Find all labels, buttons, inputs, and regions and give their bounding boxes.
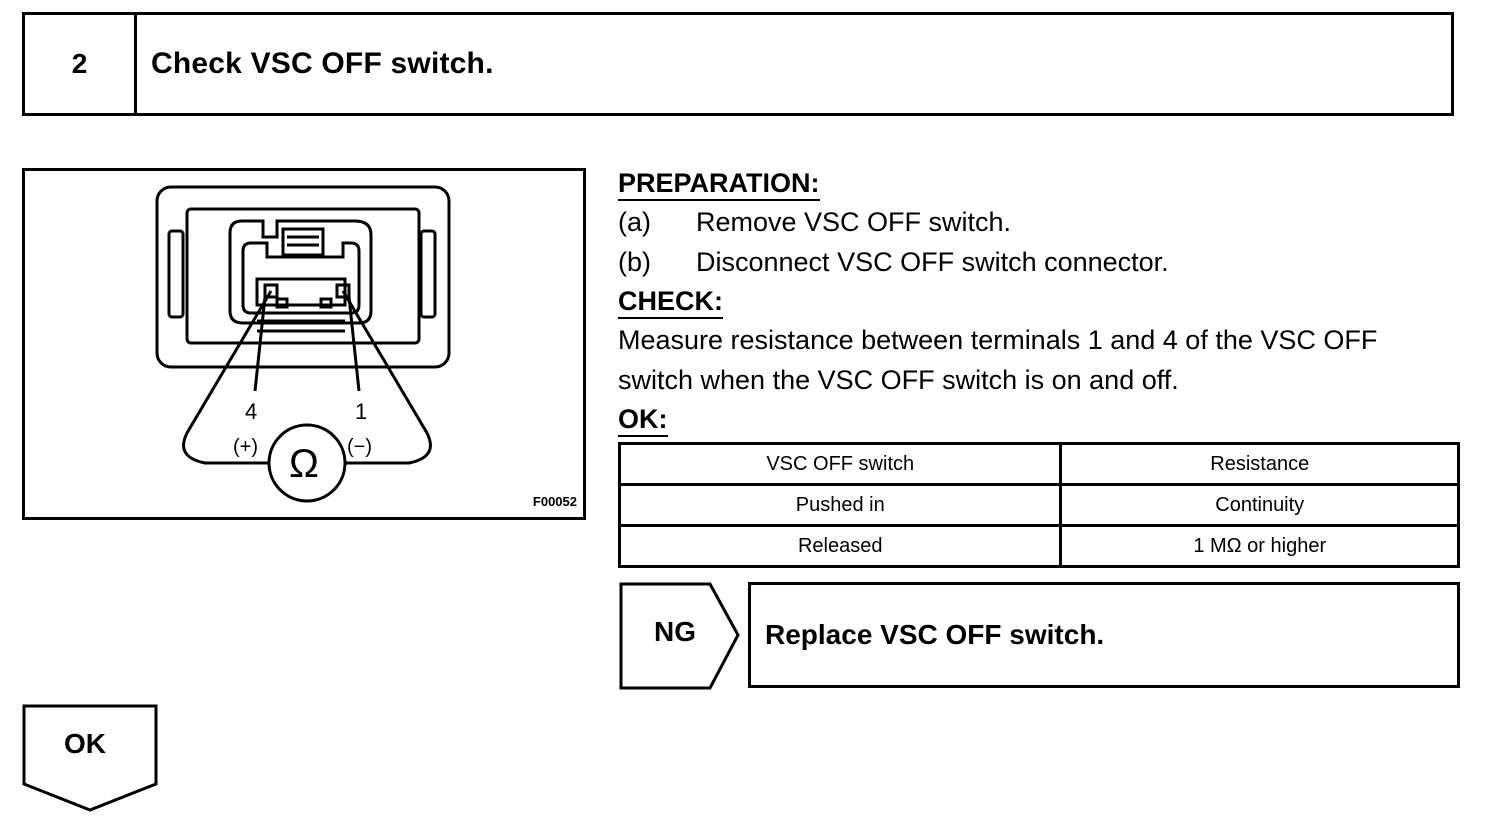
table-header-row: VSC OFF switch Resistance [617,442,1460,486]
step-label: (b) [618,247,651,277]
column-header: Resistance [1059,442,1460,486]
connector-latch [281,227,325,257]
table-cell: Pushed in [617,483,1063,527]
positive-probe-lead [182,290,273,465]
table-row: Released 1 MΩ or higher [617,524,1460,568]
step-number: 2 [25,15,137,113]
ok-spec-table: VSC OFF switch Resistance Pushed in Cont… [617,442,1460,568]
table-cell: 1 MΩ or higher [1059,524,1460,568]
figure-code: F00052 [532,494,577,509]
right-tab [419,229,437,319]
step-header: 2 Check VSC OFF switch. [22,12,1454,116]
ok-heading: OK: [618,400,1460,438]
step-text: Disconnect VSC OFF switch connector. [696,247,1169,277]
negative-probe-lead [341,290,432,465]
ng-branch: NG Replace VSC OFF switch. [618,580,1460,692]
ng-action-box: Replace VSC OFF switch. [748,582,1460,688]
positive-label: (+) [233,436,258,458]
preparation-step: (a) Remove VSC OFF switch. [618,202,1460,242]
table-cell: Continuity [1059,483,1460,527]
table-cell: Released [617,524,1063,568]
preparation-heading: PREPARATION: [618,164,1460,202]
switch-housing [155,185,451,369]
connector-cavity [241,241,361,315]
ok-arrow-shape [22,704,158,812]
connector-diagram: 4 1 (+) (−) Ω F00052 [22,168,586,520]
left-tab [167,229,185,319]
terminal-4-label: 4 [245,399,257,424]
switch-inner-frame [185,207,421,345]
column-header: VSC OFF switch [617,442,1063,486]
table-row: Pushed in Continuity [617,483,1460,527]
check-line: switch when the VSC OFF switch is on and… [618,365,1179,395]
terminal-1-pin [335,283,351,299]
connector-body [228,219,373,325]
ng-label: NG [654,616,696,647]
step-text: Remove VSC OFF switch. [696,207,1012,237]
step-title: Check VSC OFF switch. [151,47,494,80]
preparation-step: (b) Disconnect VSC OFF switch connector. [618,242,1460,282]
terminal-4-pin [263,283,279,299]
terminal-1-label: 1 [355,399,367,424]
ng-action-text: Replace VSC OFF switch. [765,619,1105,650]
step-label: (a) [618,207,651,237]
ok-label: OK [64,728,106,759]
check-line: Measure resistance between terminals 1 a… [618,325,1378,355]
check-heading: CHECK: [618,282,1460,320]
ohmmeter-circle [267,423,347,503]
connector-illustration: 4 1 (+) (−) Ω [155,185,451,503]
instructions-panel: PREPARATION: (a) Remove VSC OFF switch. … [617,164,1460,568]
ng-arrow-shape [619,582,740,690]
negative-label: (−) [347,436,372,458]
ohm-icon: Ω [289,442,319,486]
